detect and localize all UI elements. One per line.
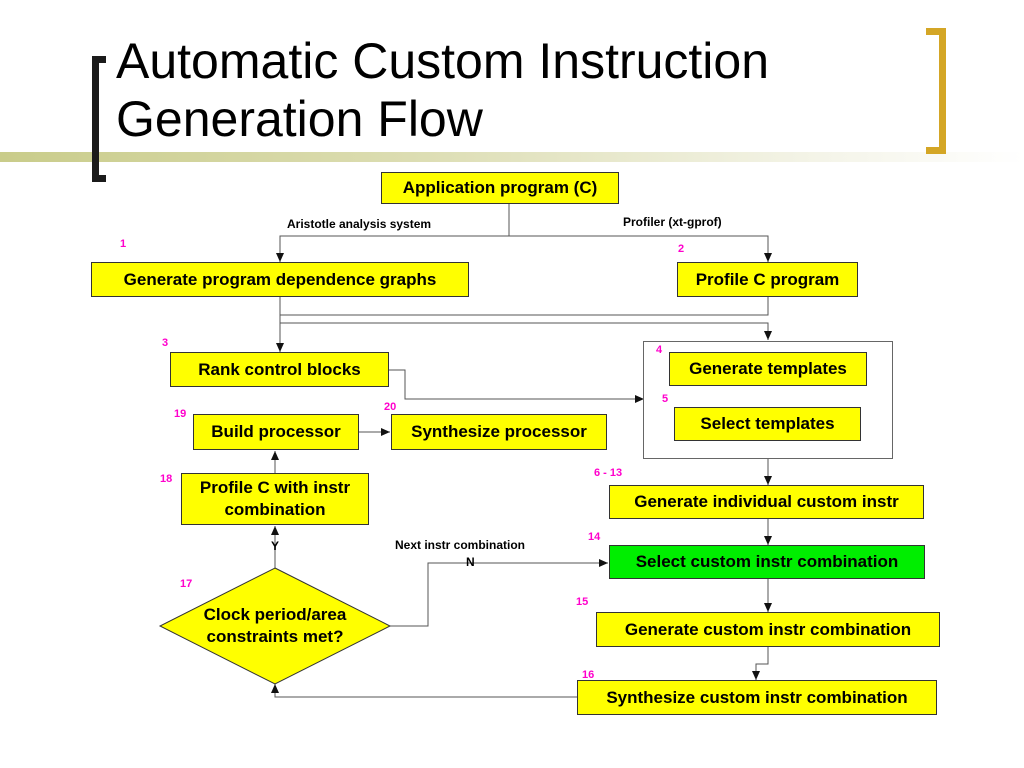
node-build-processor: Build processor (193, 414, 359, 450)
edge-decision-no (390, 559, 608, 627)
right-bracket-decoration (926, 28, 946, 154)
edge-app-to-profile (509, 235, 772, 262)
label-aristotle: Aristotle analysis system (287, 217, 432, 231)
edge-app-to-pdg (276, 204, 510, 262)
node-generate-individual-instr: Generate individual custom instr (609, 485, 924, 519)
node-profile-c-program: Profile C program (677, 262, 858, 297)
step-number-19: 19 (174, 408, 187, 420)
slide-title: Automatic Custom Instruction Generation … (116, 32, 769, 148)
decision-line-2: constraints met? (206, 627, 344, 646)
node-synthesize-processor: Synthesize processor (391, 414, 607, 450)
step-number-17: 17 (180, 578, 193, 590)
profile-instr-line-2: combination (224, 500, 326, 519)
label-profiler: Profiler (xt-gprof) (623, 215, 722, 229)
edge-rank-to-templates (389, 369, 644, 403)
decision-diamond (158, 567, 392, 685)
step-number-15: 15 (576, 596, 589, 608)
step-number-5: 5 (662, 393, 669, 405)
node-generate-templates: Generate templates (669, 352, 867, 386)
edge-generate-to-synth (752, 647, 769, 680)
step-number-14: 14 (588, 531, 601, 543)
node-generate-instr-combination: Generate custom instr combination (596, 612, 940, 647)
left-bracket-decoration (92, 56, 106, 182)
decision-line-1: Clock period/area (203, 605, 347, 624)
step-number-1: 1 (120, 238, 127, 250)
title-line-1: Automatic Custom Instruction (116, 33, 770, 89)
step-number-3: 3 (162, 337, 169, 349)
label-yes: Y (271, 539, 280, 553)
node-generate-pdg: Generate program dependence graphs (91, 262, 469, 297)
step-number-4: 4 (656, 344, 663, 356)
label-no: N (466, 555, 475, 569)
edge-profile-to-bus (280, 297, 769, 316)
node-select-instr-combination: Select custom instr combination (609, 545, 925, 579)
node-select-templates: Select templates (674, 407, 861, 441)
node-rank-control-blocks: Rank control blocks (170, 352, 389, 387)
title-line-2: Generation Flow (116, 91, 483, 147)
title-underline-band (0, 152, 1024, 162)
templates-group-box (643, 341, 893, 459)
profile-instr-line-1: Profile C with instr (199, 478, 351, 497)
edge-bus-to-templates (280, 322, 772, 340)
edge-synth-to-decision (271, 684, 577, 698)
node-profile-with-instr-combination: Profile C with instr combination (181, 473, 369, 525)
step-number-18: 18 (160, 473, 173, 485)
node-synthesize-instr-combination: Synthesize custom instr combination (577, 680, 937, 715)
step-number-2: 2 (678, 243, 685, 255)
node-application-program: Application program (C) (381, 172, 619, 204)
step-number-16: 16 (582, 669, 595, 681)
step-number-6-13: 6 - 13 (594, 467, 623, 479)
decision-constraints-text: Clock period/area constraints met? (160, 568, 390, 684)
step-number-20: 20 (384, 401, 397, 413)
label-next-combination: Next instr combination (395, 538, 526, 552)
